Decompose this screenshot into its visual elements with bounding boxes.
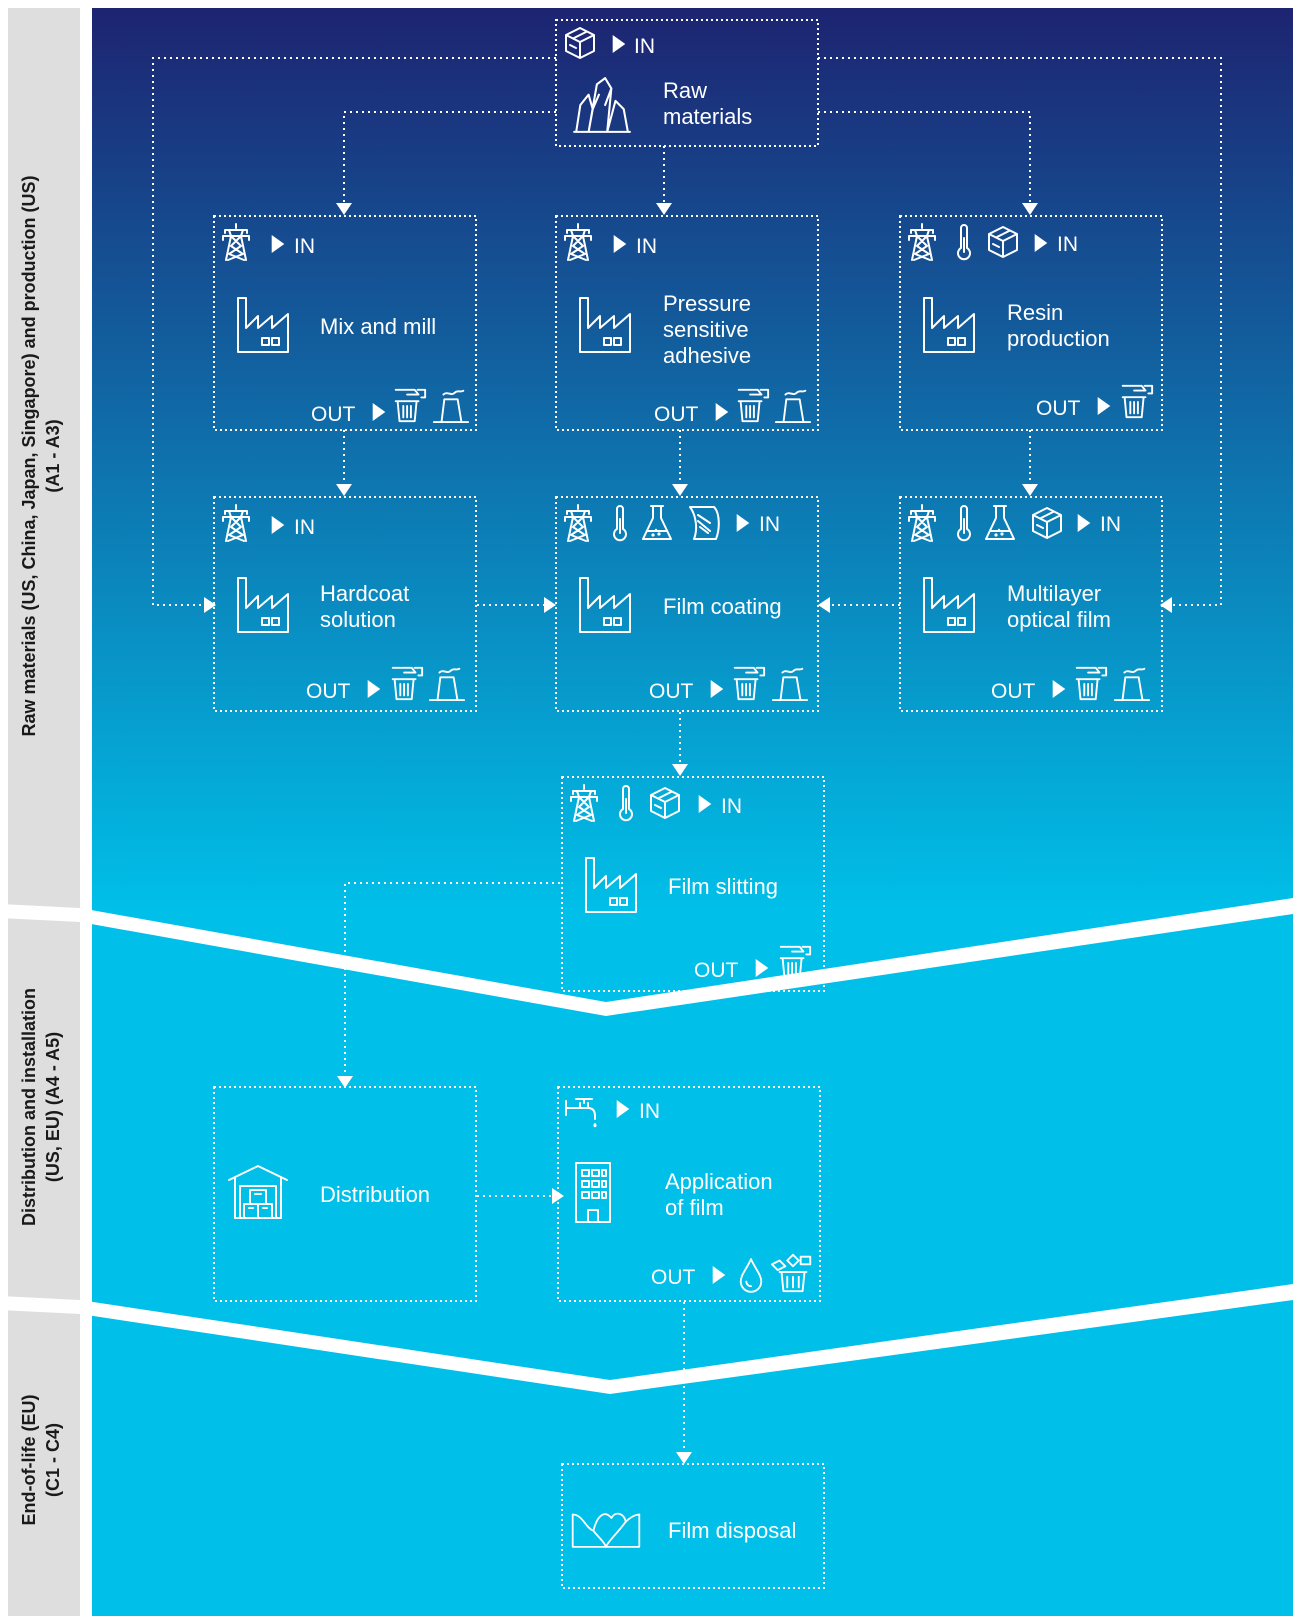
in-label: IN: [636, 235, 657, 258]
in-label: IN: [294, 516, 315, 539]
node-film-slitting: IN Film slitting OUT: [561, 776, 825, 992]
raw-materials-label-1: Raw: [663, 78, 707, 103]
stage-label-production: Raw materials (US, China, Japan, Singapo…: [19, 175, 63, 736]
stage-label-distribution-line1: Distribution and installation: [19, 988, 39, 1226]
stage-label-distribution-line2: (US, EU) (A4 - A5): [43, 1032, 63, 1182]
film-disposal-label: Film disposal: [668, 1518, 796, 1543]
stage-label-distribution: Distribution and installation (US, EU) (…: [19, 988, 63, 1226]
hardcoat-label-2: solution: [320, 607, 396, 632]
in-label: IN: [759, 513, 780, 536]
multilayer-label-2: optical film: [1007, 607, 1111, 632]
film-slitting-label: Film slitting: [668, 874, 778, 899]
node-film-coating: IN Film coating OUT: [555, 496, 819, 712]
application-label-2: of film: [665, 1195, 724, 1220]
flow-arrowheads: [204, 203, 1172, 1464]
out-label: OUT: [651, 1266, 696, 1289]
in-label: IN: [634, 35, 655, 58]
flow-connectors: [152, 57, 1222, 1453]
hardcoat-label-1: Hardcoat: [320, 581, 409, 606]
node-raw-materials: IN Raw materials: [555, 19, 819, 147]
mix-and-mill-label: Mix and mill: [320, 314, 436, 339]
psa-label-3: adhesive: [663, 343, 751, 368]
out-label: OUT: [649, 680, 694, 703]
stage-label-eol-line2: (C1 - C4): [43, 1423, 63, 1497]
node-multilayer-optical-film: IN Multilayer optical film OUT: [899, 496, 1163, 712]
distribution-label: Distribution: [320, 1182, 430, 1207]
background: [92, 8, 1293, 1616]
node-film-disposal: Film disposal: [561, 1463, 825, 1589]
node-hardcoat-solution: IN Hardcoat solution OUT: [213, 496, 477, 712]
in-label: IN: [639, 1100, 660, 1123]
out-label: OUT: [654, 403, 699, 426]
in-label: IN: [294, 235, 315, 258]
out-label: OUT: [311, 403, 356, 426]
out-label: OUT: [1036, 397, 1081, 420]
node-mix-and-mill: IN Mix and mill OUT: [213, 215, 477, 431]
in-label: IN: [721, 795, 742, 818]
in-label: IN: [1100, 513, 1121, 536]
node-application-of-film: IN Application of film OUT: [557, 1086, 821, 1302]
film-coating-label: Film coating: [663, 594, 782, 619]
resin-label-1: Resin: [1007, 300, 1063, 325]
node-pressure-sensitive-adhesive: IN Pressure sensitive adhesive OUT: [555, 215, 819, 431]
stage-label-eol: End-of-life (EU) (C1 - C4): [19, 1395, 63, 1526]
stage-sidebar: [8, 8, 80, 1616]
stage-divider-2: [0, 1284, 1293, 1394]
stage-label-eol-line1: End-of-life (EU): [19, 1395, 39, 1526]
resin-label-2: production: [1007, 326, 1110, 351]
application-label-1: Application: [665, 1169, 773, 1194]
stage-label-production-line1: Raw materials (US, China, Japan, Singapo…: [19, 175, 39, 736]
out-label: OUT: [694, 959, 739, 982]
psa-label-1: Pressure: [663, 291, 751, 316]
node-resin-production: IN Resin production OUT: [899, 215, 1163, 431]
out-label: OUT: [991, 680, 1036, 703]
node-distribution: Distribution: [213, 1086, 477, 1302]
raw-materials-label-2: materials: [663, 104, 752, 129]
psa-label-2: sensitive: [663, 317, 749, 342]
stage-label-production-line2: (A1 - A3): [43, 419, 63, 492]
out-label: OUT: [306, 680, 351, 703]
multilayer-label-1: Multilayer: [1007, 581, 1101, 606]
in-label: IN: [1057, 233, 1078, 256]
